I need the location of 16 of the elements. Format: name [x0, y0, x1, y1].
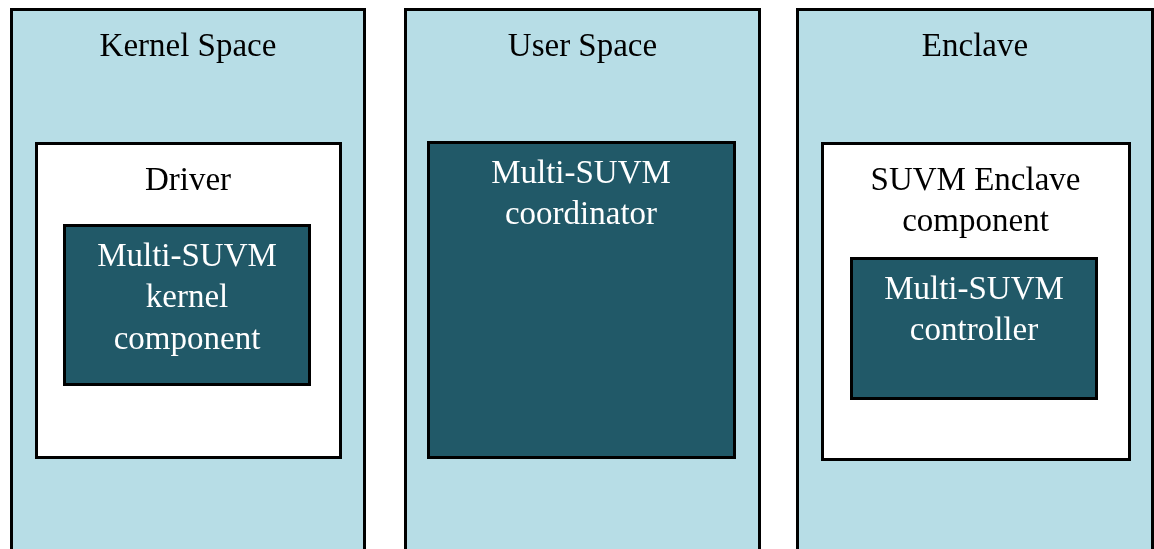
box-label: Multi-SUVM controller: [883, 269, 1065, 350]
box-label: Enclave: [920, 26, 1030, 65]
module-box: [426, 140, 736, 459]
region-panel: [796, 8, 1154, 549]
component-box: [34, 141, 342, 459]
box-label: Kernel Space: [98, 26, 278, 65]
box-label: SUVM Enclave component: [869, 159, 1082, 240]
region-panel: [10, 8, 366, 549]
box-label: Multi-SUVM coordinator: [490, 152, 672, 233]
module-box: [63, 224, 311, 386]
box-label: Multi-SUVM kernel component: [96, 236, 278, 358]
box-label: Driver: [143, 159, 233, 199]
box-label: User Space: [506, 26, 659, 65]
module-box: [850, 257, 1098, 400]
component-box: [820, 141, 1131, 461]
region-panel: [404, 8, 761, 549]
